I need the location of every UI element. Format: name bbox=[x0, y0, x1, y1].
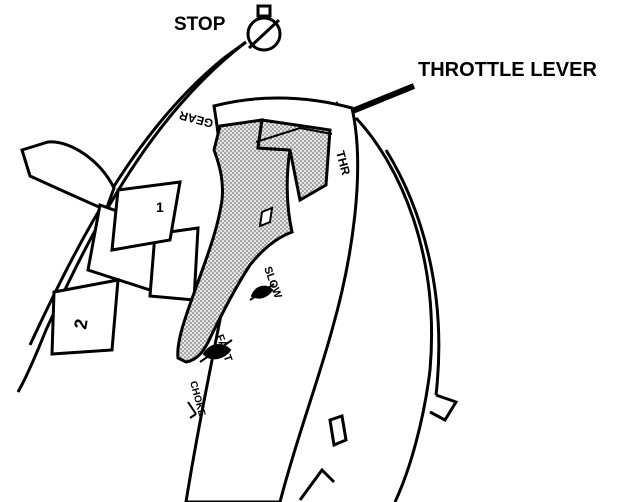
throttle-lever bbox=[176, 118, 333, 364]
gear-position-2-label: 2 bbox=[70, 317, 91, 330]
tortoise-icon bbox=[249, 283, 275, 301]
throttle-short-label: THR bbox=[333, 149, 353, 177]
choke-mark bbox=[187, 401, 197, 419]
housing-outline bbox=[298, 116, 459, 502]
stop-label: STOP bbox=[174, 14, 226, 35]
gear-position-1-label: 1 bbox=[156, 199, 164, 215]
engine-stop-icon bbox=[246, 4, 282, 52]
gear-label: GEAR bbox=[177, 108, 214, 131]
throttle-lever-label: THROTTLE LEVER bbox=[418, 59, 597, 81]
gear-position-blocks bbox=[50, 180, 182, 356]
hare-icon bbox=[199, 339, 233, 363]
